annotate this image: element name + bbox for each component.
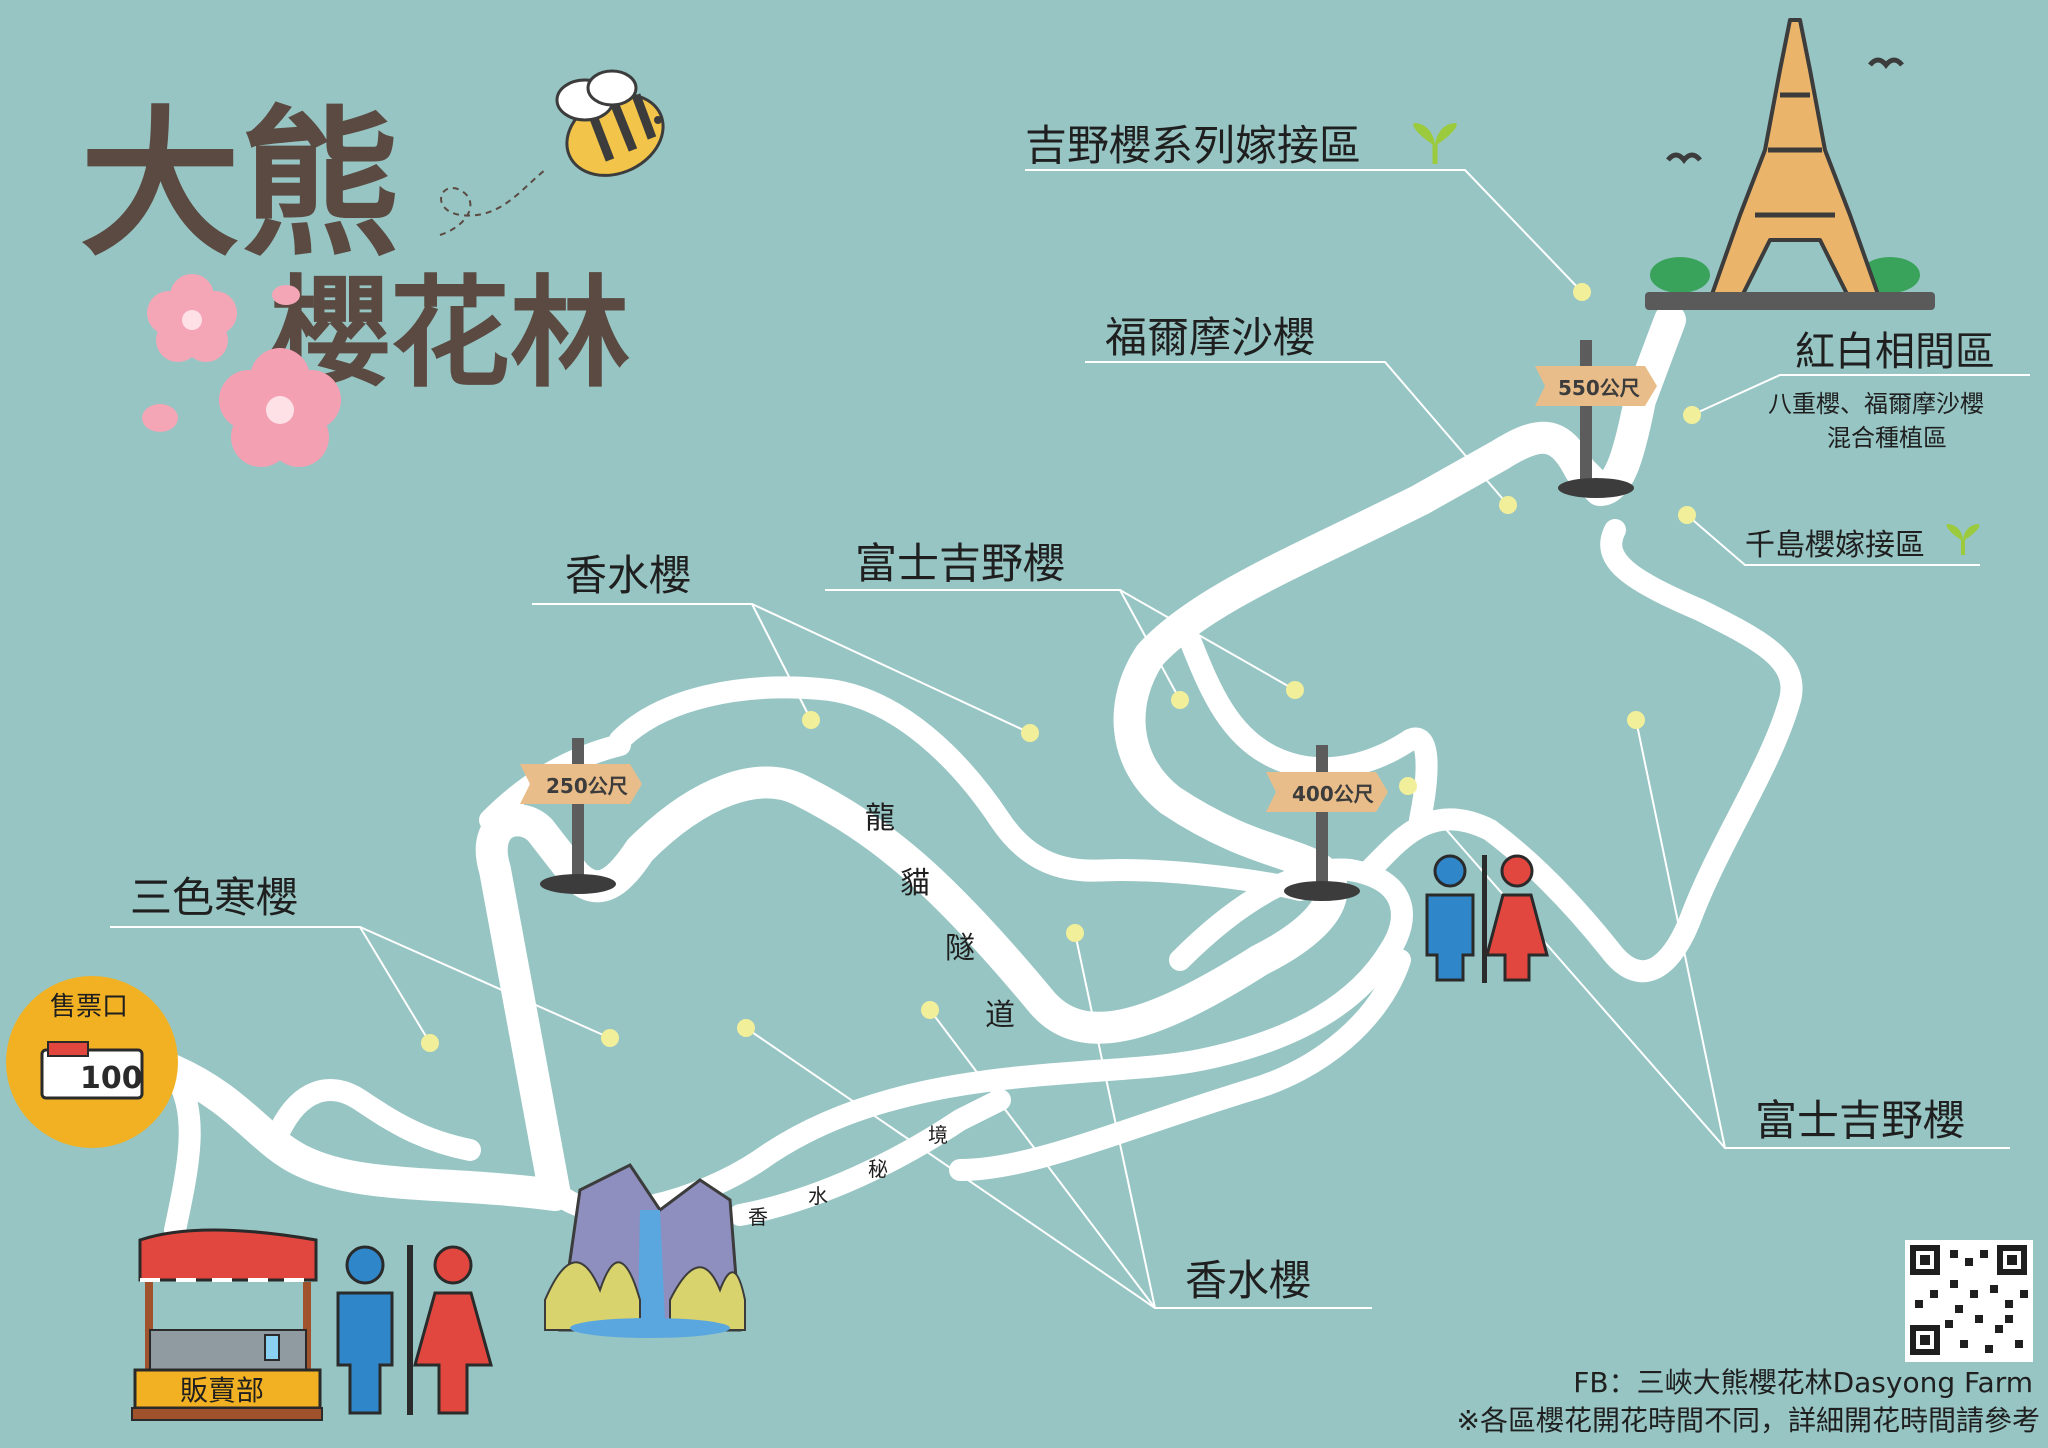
zone-dot: [1678, 506, 1696, 524]
footer-note: ※各區櫻花開花時間不同，詳細開花時間請參考: [1457, 1404, 2040, 1437]
zone-dot: [737, 1019, 755, 1037]
zone-dot: [421, 1034, 439, 1052]
eiffel-tower-icon: [1645, 18, 1935, 310]
label-yoshino-graft: 吉野櫻系列嫁接區: [1025, 121, 1361, 170]
zone-dot: [1627, 711, 1645, 729]
trail-char: 道: [985, 998, 1015, 1033]
toilet-icon: [1425, 854, 1549, 983]
zone-dot: [1286, 681, 1304, 699]
zone-dot: [802, 711, 820, 729]
sprout-icon: [1413, 123, 1457, 164]
zone-dot: [1021, 724, 1039, 742]
middle-path: [549, 858, 1413, 1222]
trail-perfume: 香 水 秘 境: [748, 1123, 948, 1229]
zone-dot: [601, 1029, 619, 1047]
label-sanshoku: 三色寒櫻: [130, 873, 298, 922]
cherry-zone-dots: [421, 283, 1701, 1052]
label-kawazu-top: 香水櫻: [565, 551, 691, 600]
trail-char: 秘: [868, 1157, 888, 1181]
path-perfume: [729, 1089, 1011, 1226]
zone-dot: [1399, 777, 1417, 795]
signpost-550-icon: 550公尺: [1535, 340, 1657, 498]
trail-char: 貓: [900, 866, 930, 901]
label-red-white-sub2: 混合種植區: [1827, 424, 1947, 452]
sprout-icon: [1946, 524, 1980, 555]
qr-code-icon: [1905, 1240, 2033, 1362]
trail-char: 香: [748, 1205, 768, 1229]
path-lower-loop: [949, 949, 1411, 1181]
footer-fb: FB：三峽大熊櫻花林Dasyong Farm: [1573, 1366, 2033, 1399]
zone-dot: [1683, 406, 1701, 424]
label-red-white: 紅白相間區: [1795, 329, 1995, 375]
zone-dot: [921, 1001, 939, 1019]
ticket-label: 售票口: [50, 992, 128, 1022]
ticket-value: 100: [80, 1061, 143, 1096]
signpost-400-icon: 400公尺: [1266, 745, 1388, 901]
trail-dragon-cat: 龍 貓 隧 道: [865, 801, 1015, 1033]
label-fuji-top: 富士吉野櫻: [855, 539, 1065, 588]
path-entrance: [161, 1059, 201, 1241]
path-shop-branch: [269, 1079, 481, 1161]
label-formosa: 福爾摩沙櫻: [1105, 313, 1315, 362]
zone-dot: [1573, 283, 1591, 301]
toilet-icon: [336, 1245, 493, 1415]
label-red-white-sub1: 八重櫻、福爾摩沙櫻: [1768, 390, 1984, 418]
signpost-250-icon: 250公尺: [520, 738, 642, 894]
label-kawazu-bottom: 香水櫻: [1185, 1256, 1311, 1305]
path-center-fork: [1179, 629, 1438, 831]
zone-dot: [1066, 924, 1084, 942]
label-fuji-right: 富士吉野櫻: [1755, 1096, 1965, 1145]
label-chishima: 千島櫻嫁接區: [1745, 528, 1925, 563]
ticket-booth-icon: 售票口 100: [6, 976, 178, 1148]
shop-stall-icon: 販賣部: [131, 1228, 323, 1421]
sakura-icon: [142, 274, 341, 467]
trail-char: 水: [808, 1184, 828, 1208]
bee-icon: [439, 69, 665, 236]
map-title-line1: 大熊: [80, 90, 400, 278]
signpost-label: 250公尺: [546, 774, 628, 798]
trail-char: 境: [928, 1123, 948, 1147]
signpost-label: 400公尺: [1292, 782, 1374, 806]
trail-char: 隧: [945, 931, 975, 966]
signpost-label: 550公尺: [1558, 376, 1640, 400]
leader-lines: [110, 169, 2030, 1309]
path-dragon-tunnel: [609, 676, 1311, 901]
shop-label: 販賣部: [180, 1374, 264, 1407]
trail-char: 龍: [865, 801, 895, 836]
main-path: [156, 304, 1686, 1211]
walking-paths: [156, 304, 1803, 1241]
zone-dot: [1499, 496, 1517, 514]
waterfall-icon: [544, 1163, 746, 1338]
path-right-loop: [1359, 519, 1803, 983]
zone-dot: [1171, 691, 1189, 709]
